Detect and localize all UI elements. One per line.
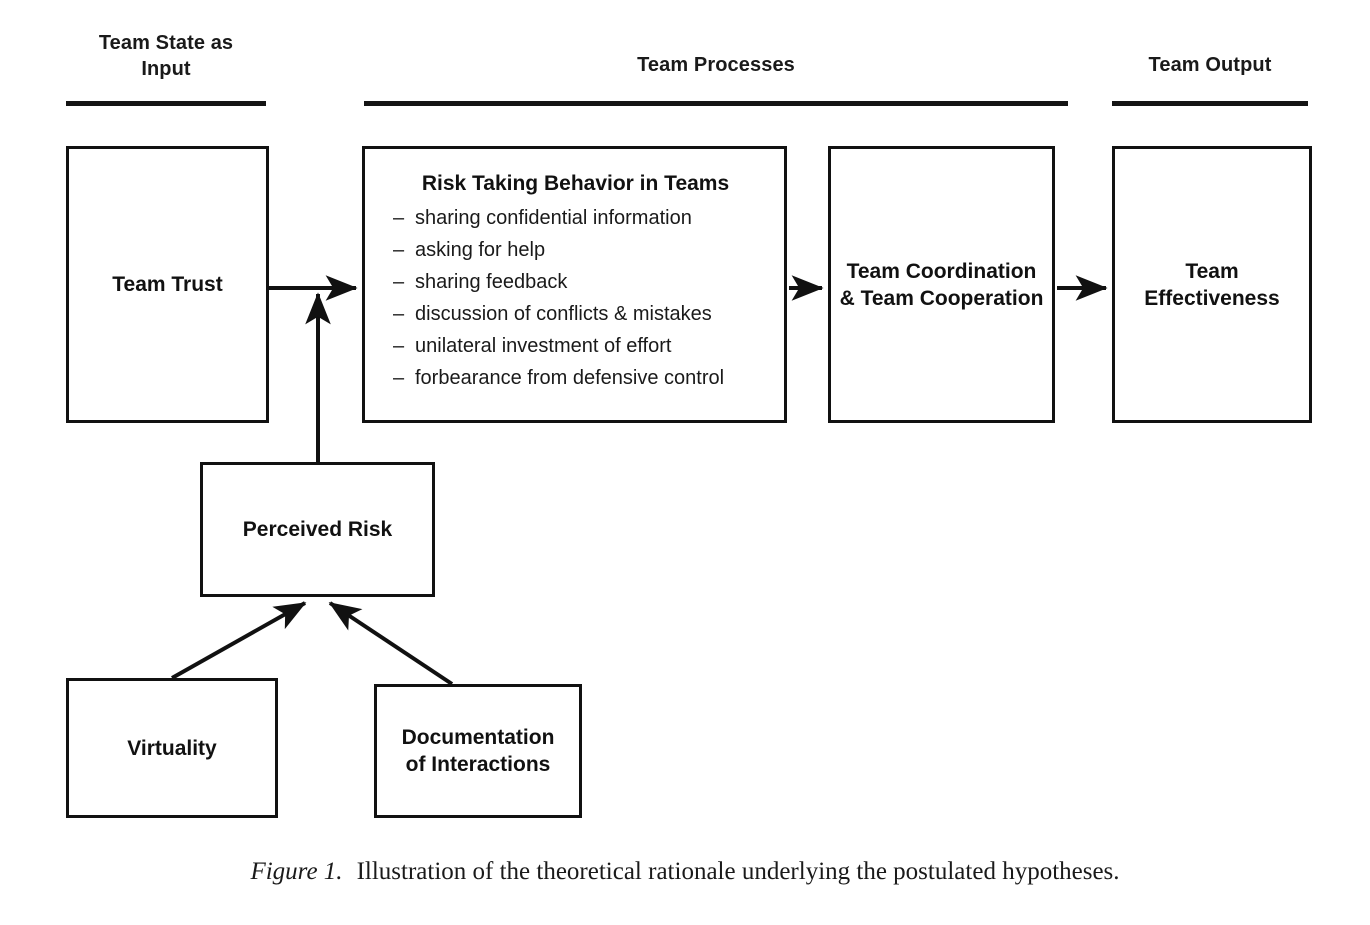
dash-bullet: –: [393, 207, 405, 229]
box-virtuality-label: Virtuality: [127, 736, 217, 760]
dash-bullet: –: [393, 335, 405, 357]
box-team-effectiveness[interactable]: Team Effectiveness: [1112, 146, 1312, 423]
section-rule-output: [1112, 101, 1308, 106]
list-item: –forbearance from defensive control: [393, 362, 772, 394]
box-effectiveness-line2: Effectiveness: [1144, 286, 1280, 310]
section-header-input-line1: Team State as: [98, 32, 234, 54]
box-team-trust-label: Team Trust: [112, 273, 223, 296]
box-team-coordination-cooperation[interactable]: Team Coordination & Team Cooperation: [828, 146, 1055, 423]
list-item: –unilateral investment of effort: [393, 330, 772, 362]
box-documentation-line1: Documentation: [401, 726, 555, 749]
section-rule-input: [66, 101, 266, 106]
list-item-label: sharing confidential information: [415, 207, 692, 229]
dash-bullet: –: [393, 271, 405, 293]
box-documentation-label: Documentation of Interactions: [402, 724, 555, 778]
dash-bullet: –: [393, 367, 405, 389]
list-item: –sharing feedback: [393, 266, 772, 298]
section-header-input-line2: Input: [141, 58, 191, 80]
section-header-team-processes: Team Processes: [637, 54, 795, 76]
dash-bullet: –: [393, 303, 405, 325]
box-coordination-line1: Team Coordination: [846, 259, 1037, 283]
figure-caption-label: Figure 1.: [250, 858, 343, 885]
section-header-team-state-as-input: Team State as Input: [66, 30, 266, 82]
risk-behavior-list: –sharing confidential information –askin…: [379, 202, 772, 394]
box-effectiveness-line1: Team: [1185, 259, 1239, 283]
box-coordination-line2: & Team Cooperation: [839, 286, 1044, 310]
box-perceived-risk[interactable]: Perceived Risk: [200, 462, 435, 597]
figure-caption-text: Illustration of the theoretical rational…: [356, 858, 1120, 885]
arrow-documentation-to-perceived-risk: [328, 601, 454, 686]
section-header-team-output: Team Output: [1148, 54, 1272, 76]
box-risk-heading: Risk Taking Behavior in Teams: [421, 172, 730, 195]
list-item: –asking for help: [393, 234, 772, 266]
box-risk-taking-behavior[interactable]: Risk Taking Behavior in Teams –sharing c…: [362, 146, 787, 423]
box-coordination-label: Team Coordination & Team Cooperation: [840, 258, 1044, 312]
list-item-label: discussion of conflicts & mistakes: [415, 303, 712, 325]
box-team-trust[interactable]: Team Trust: [66, 146, 269, 423]
dash-bullet: –: [393, 239, 405, 261]
box-documentation-of-interactions[interactable]: Documentation of Interactions: [374, 684, 582, 818]
list-item: –sharing confidential information: [393, 202, 772, 234]
box-effectiveness-label: Team Effectiveness: [1144, 258, 1279, 312]
box-perceived-risk-label: Perceived Risk: [242, 518, 393, 541]
figure-caption: Figure 1. Illustration of the theoretical…: [0, 855, 1370, 889]
list-item-label: asking for help: [415, 239, 546, 261]
arrow-virtuality-to-perceived-risk: [171, 601, 307, 680]
box-documentation-line2: of Interactions: [405, 753, 551, 776]
section-rule-processes: [364, 101, 1068, 106]
box-virtuality[interactable]: Virtuality: [66, 678, 278, 818]
list-item-label: forbearance from defensive control: [415, 367, 725, 389]
list-item-label: unilateral investment of effort: [415, 335, 672, 357]
list-item-label: sharing feedback: [415, 271, 568, 293]
list-item: –discussion of conflicts & mistakes: [393, 298, 772, 330]
